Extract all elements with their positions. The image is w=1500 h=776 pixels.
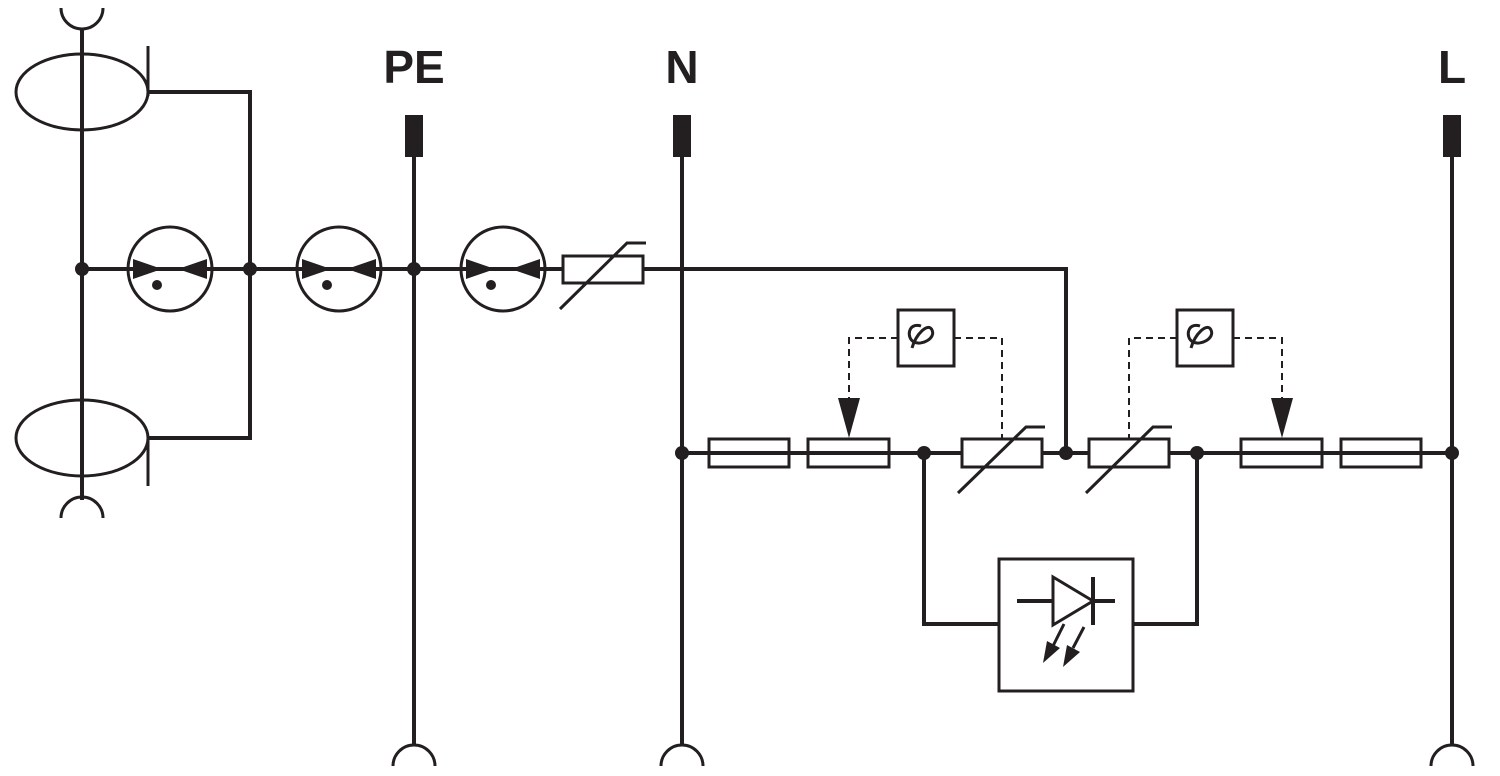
led-branch-left [922,453,999,626]
pe-varistor-link [643,267,1068,453]
fuse-l [1339,437,1423,469]
varistor-l [1084,425,1172,495]
label-n: N [665,41,698,93]
thermal-disconnect-2 [1128,308,1293,439]
gas-discharge-tube-2 [295,225,383,313]
gas-discharge-tube-3 [459,225,547,313]
terminal-bottom-left [59,495,105,519]
junction-dot [1445,446,1459,460]
status-led-indicator [997,557,1135,693]
fuse-n [707,437,791,469]
gas-discharge-tube-1 [126,225,214,313]
junction-dot [407,262,421,276]
terminal-cap-n [673,115,691,157]
junction-dot [1059,446,1073,460]
junction-dot [675,446,689,460]
terminal-cap-pe [405,115,423,157]
terminal-bottom-l [1429,743,1475,767]
thermal-element-l [1239,437,1324,469]
terminal-bottom-pe [391,743,437,767]
label-l: L [1438,41,1466,93]
label-pe: PE [383,41,444,93]
terminal-bottom-n [659,743,705,767]
thermal-element-n [806,437,891,469]
led-branch-right [1133,453,1199,626]
terminal-cap-l [1443,115,1461,157]
junction-dot [75,262,89,276]
thermal-disconnect-1 [838,308,1003,439]
varistor-pe [558,241,646,311]
junction-dot [243,262,257,276]
terminal-top-left [59,7,105,31]
